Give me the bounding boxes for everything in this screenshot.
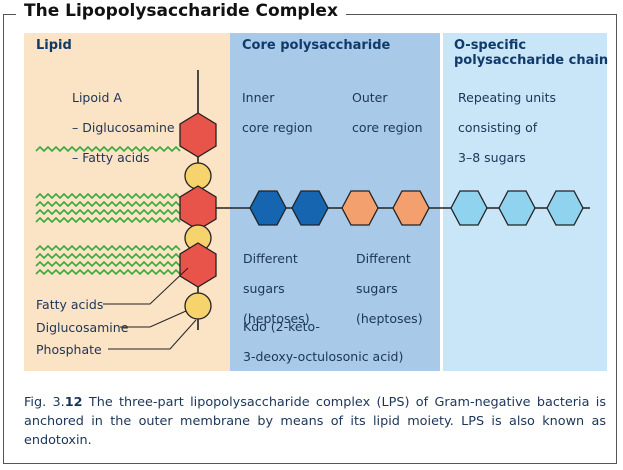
figure-title: The Lipopolysaccharide Complex	[16, 1, 346, 21]
caption-text: The three-part lipopolysaccharide comple…	[24, 395, 606, 448]
kdo-label: Kdo (2-keto- 3-deoxy-octulosonic acid)	[243, 304, 403, 379]
caption-fig-number: 12	[64, 395, 83, 410]
outer-core-line: core region	[352, 120, 423, 135]
fatty-acid-chain	[35, 208, 181, 216]
repeating-units-line: consisting of	[458, 120, 538, 135]
repeating-unit-hexagon	[450, 190, 488, 226]
repeating-unit-hexagon	[498, 190, 536, 226]
different-sugars-label-inner: Different sugars (heptoses)	[243, 236, 310, 341]
different-sugars-line: (heptoses)	[243, 311, 310, 326]
figure-caption: Fig. 3.12 The three-part lipopolysacchar…	[24, 393, 606, 450]
outer-core-hexagon	[392, 190, 430, 226]
fatty-acid-chain	[35, 244, 181, 252]
lipoid-a-line: – Diglucosamine	[72, 120, 175, 135]
o-chain-header-line: O-specific	[454, 38, 527, 53]
different-sugars-line: (heptoses)	[356, 311, 423, 326]
fatty-acid-chain	[35, 216, 181, 224]
glucosamine-circle	[184, 292, 212, 320]
kdo-line: 3-deoxy-octulosonic acid)	[243, 349, 404, 364]
repeating-unit-hexagon	[546, 190, 584, 226]
different-sugars-line: Different	[243, 251, 298, 266]
core-header: Core polysaccharide	[242, 38, 391, 53]
inner-core-label: Inner core region	[242, 75, 313, 150]
fatty-acids-leader-line	[103, 267, 189, 305]
phosphate-leader-line	[108, 319, 197, 350]
lipid-header: Lipid	[36, 38, 72, 53]
kdo-line: Kdo (2-keto-	[243, 319, 320, 334]
glucosamine-circle	[184, 162, 212, 190]
different-sugars-line: sugars	[243, 281, 285, 296]
fatty-acid-chain	[35, 268, 181, 276]
o-chain-header-line: polysaccharide chain	[454, 53, 609, 68]
phosphate-hexagon	[179, 112, 217, 158]
fatty-acid-chain	[35, 145, 181, 153]
inner-core-hexagon	[249, 190, 287, 226]
inner-core-line: Inner	[242, 90, 275, 105]
fatty-acid-chain	[35, 192, 181, 200]
lipoid-a-line: Lipoid A	[72, 90, 122, 105]
diglucosamine-label: Diglucosamine	[36, 320, 129, 335]
lipoid-a-label: Lipoid A – Diglucosamine – Fatty acids	[72, 75, 175, 180]
repeating-units-line: Repeating units	[458, 90, 557, 105]
different-sugars-label-outer: Different sugars (heptoses)	[356, 236, 423, 341]
fatty-acids-label: Fatty acids	[36, 297, 104, 312]
inner-core-hexagon	[291, 190, 329, 226]
caption-fig-prefix: Fig. 3.	[24, 395, 65, 410]
fatty-acid-chain	[35, 260, 181, 268]
different-sugars-line: Different	[356, 251, 411, 266]
phosphate-label: Phosphate	[36, 342, 102, 357]
fatty-acid-chain	[35, 200, 181, 208]
outer-core-line: Outer	[352, 90, 388, 105]
fatty-acid-chain	[35, 252, 181, 260]
inner-core-line: core region	[242, 120, 313, 135]
phosphate-hexagon	[179, 185, 217, 231]
diglucosamine-leader-line	[120, 310, 187, 328]
repeating-units-label: Repeating units consisting of 3–8 sugars	[458, 75, 556, 180]
lipoid-a-line: – Fatty acids	[72, 150, 150, 165]
outer-core-hexagon	[341, 190, 379, 226]
o-chain-header: O-specific polysaccharide chain	[454, 38, 608, 68]
phosphate-hexagon	[179, 242, 217, 288]
repeating-units-line: 3–8 sugars	[458, 150, 526, 165]
outer-core-label: Outer core region	[352, 75, 423, 150]
different-sugars-line: sugars	[356, 281, 398, 296]
